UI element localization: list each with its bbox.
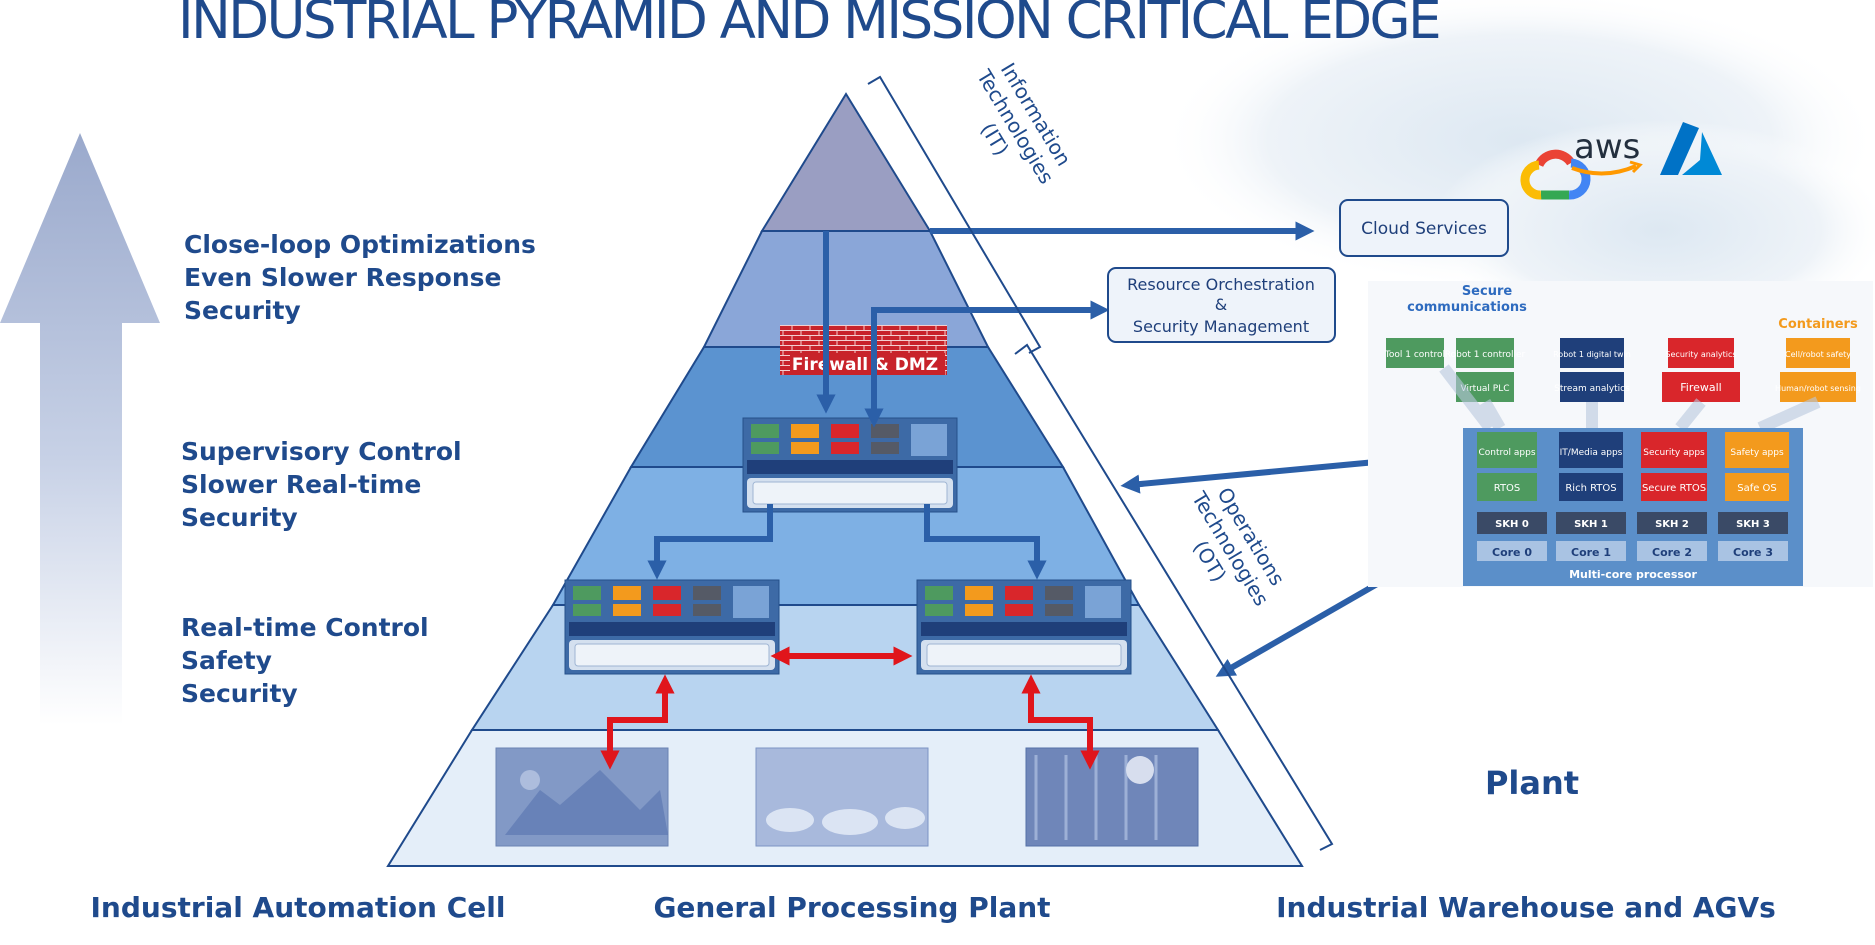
- ot-bracket: [1014, 343, 1334, 851]
- detail-box-twin: Robot 1 digital twin: [1553, 350, 1631, 359]
- containers-label: Containers: [1778, 317, 1858, 332]
- detail-os-2: Secure RTOS: [1642, 483, 1706, 494]
- it-ot-brackets: [867, 75, 1334, 851]
- compute-node-supervisory: [742, 417, 958, 513]
- detail-apps-1: IT/Media apps: [1560, 448, 1623, 458]
- detail-panel: Secure communications Containers Tool 1 …: [1368, 281, 1873, 587]
- arrow-cell-left: [600, 674, 675, 770]
- aws-logo-text: aws: [1574, 127, 1640, 167]
- detail-apps-3: Safety apps: [1730, 448, 1784, 458]
- detail-skh-0: SKH 0: [1495, 519, 1529, 530]
- level-3-line-3: Security: [181, 679, 298, 708]
- level-1-line-2: Even Slower Response: [184, 263, 502, 292]
- detail-apps-0: Control apps: [1478, 448, 1535, 458]
- orchestration-box: [1107, 267, 1336, 343]
- cloud-services-label: Cloud Services: [1361, 219, 1487, 239]
- detail-box-robot1: Robot 1 controller: [1445, 350, 1526, 360]
- detail-box-vplc: Virtual PLC: [1461, 384, 1510, 394]
- compute-node-cell-left: [564, 579, 780, 675]
- pyramid-tier-1: [760, 92, 932, 232]
- detail-os-1: Rich RTOS: [1565, 483, 1616, 494]
- page-title: INDUSTRIAL PYRAMID AND MISSION CRITICAL …: [178, 0, 1439, 51]
- level-2-line-3: Security: [181, 503, 298, 532]
- google-cloud-icon: [1520, 149, 1591, 200]
- bottom-label-automation-cell: Industrial Automation Cell: [91, 891, 506, 924]
- orchestration-line-3: Security Management: [1133, 317, 1309, 336]
- aws-icon: aws: [1571, 127, 1643, 176]
- firewall-label: Firewall & DMZ: [792, 355, 938, 375]
- it-label: Information Technologies (IT): [972, 59, 1077, 188]
- bottom-label-warehouse: Industrial Warehouse and AGVs: [1276, 891, 1776, 924]
- detail-core-0: Core 0: [1492, 546, 1532, 559]
- compute-node-cell-right: [916, 579, 1132, 675]
- secure-comms-line-1: Secure: [1462, 284, 1513, 299]
- level-2-line-1: Supervisory Control: [181, 437, 462, 466]
- detail-skh-2: SKH 2: [1655, 519, 1689, 530]
- detail-apps-2: Security apps: [1643, 448, 1705, 458]
- detail-box-tool1: Tool 1 control: [1384, 350, 1445, 360]
- level-3-line-2: Safety: [181, 646, 272, 675]
- level-1-line-1: Close-loop Optimizations: [184, 230, 536, 259]
- detail-core-2: Core 2: [1652, 546, 1692, 559]
- detail-os-0: RTOS: [1494, 483, 1521, 494]
- plant-label: Plant: [1485, 764, 1579, 802]
- detail-os-3: Safe OS: [1737, 483, 1777, 494]
- detail-skh-1: SKH 1: [1574, 519, 1608, 530]
- arrow-node-right: [924, 504, 1047, 580]
- level-3-line-1: Real-time Control: [181, 613, 429, 642]
- arrow-cell-right: [1021, 674, 1100, 770]
- firewall: Firewall & DMZ: [780, 325, 947, 375]
- bottom-label-processing-plant: General Processing Plant: [653, 891, 1050, 924]
- detail-box-firewall: Firewall: [1680, 381, 1721, 394]
- image-warehouse: [1025, 747, 1199, 847]
- vertical-gradient-arrow: [0, 133, 160, 725]
- level-1-line-3: Security: [184, 296, 301, 325]
- arrow-node-left: [647, 504, 773, 580]
- detail-box-sec-analytics: Security analytics: [1665, 350, 1736, 359]
- detail-core-3: Core 3: [1733, 546, 1773, 559]
- detail-box-cell-safety: Cell/robot safety: [1785, 350, 1851, 359]
- detail-core-1: Core 1: [1571, 546, 1611, 559]
- detail-skh-3: SKH 3: [1736, 519, 1770, 530]
- orchestration-line-1: Resource Orchestration: [1127, 275, 1315, 294]
- azure-icon: [1660, 122, 1722, 175]
- detail-box-stream: Stream analytics: [1554, 384, 1630, 394]
- plant-images: [495, 747, 1199, 847]
- level-description-optimization: Close-loop Optimizations Even Slower Res…: [184, 228, 536, 327]
- detail-box-sensing: Human/robot sensing: [1775, 384, 1861, 393]
- red-connection-arrows: [600, 646, 1100, 770]
- level-description-supervisory: Supervisory Control Slower Real-time Sec…: [181, 435, 462, 534]
- ot-label: Operations Technologies (OT): [1187, 483, 1290, 610]
- it-bracket: [867, 75, 1042, 354]
- level-2-line-2: Slower Real-time: [181, 470, 422, 499]
- orchestration-line-2: &: [1215, 295, 1227, 314]
- secure-comms-line-2: communications: [1407, 300, 1527, 315]
- cloud-services-box: [1339, 199, 1509, 257]
- multicore-processor-label: Multi-core processor: [1569, 568, 1697, 581]
- level-description-realtime: Real-time Control Safety Security: [181, 611, 429, 710]
